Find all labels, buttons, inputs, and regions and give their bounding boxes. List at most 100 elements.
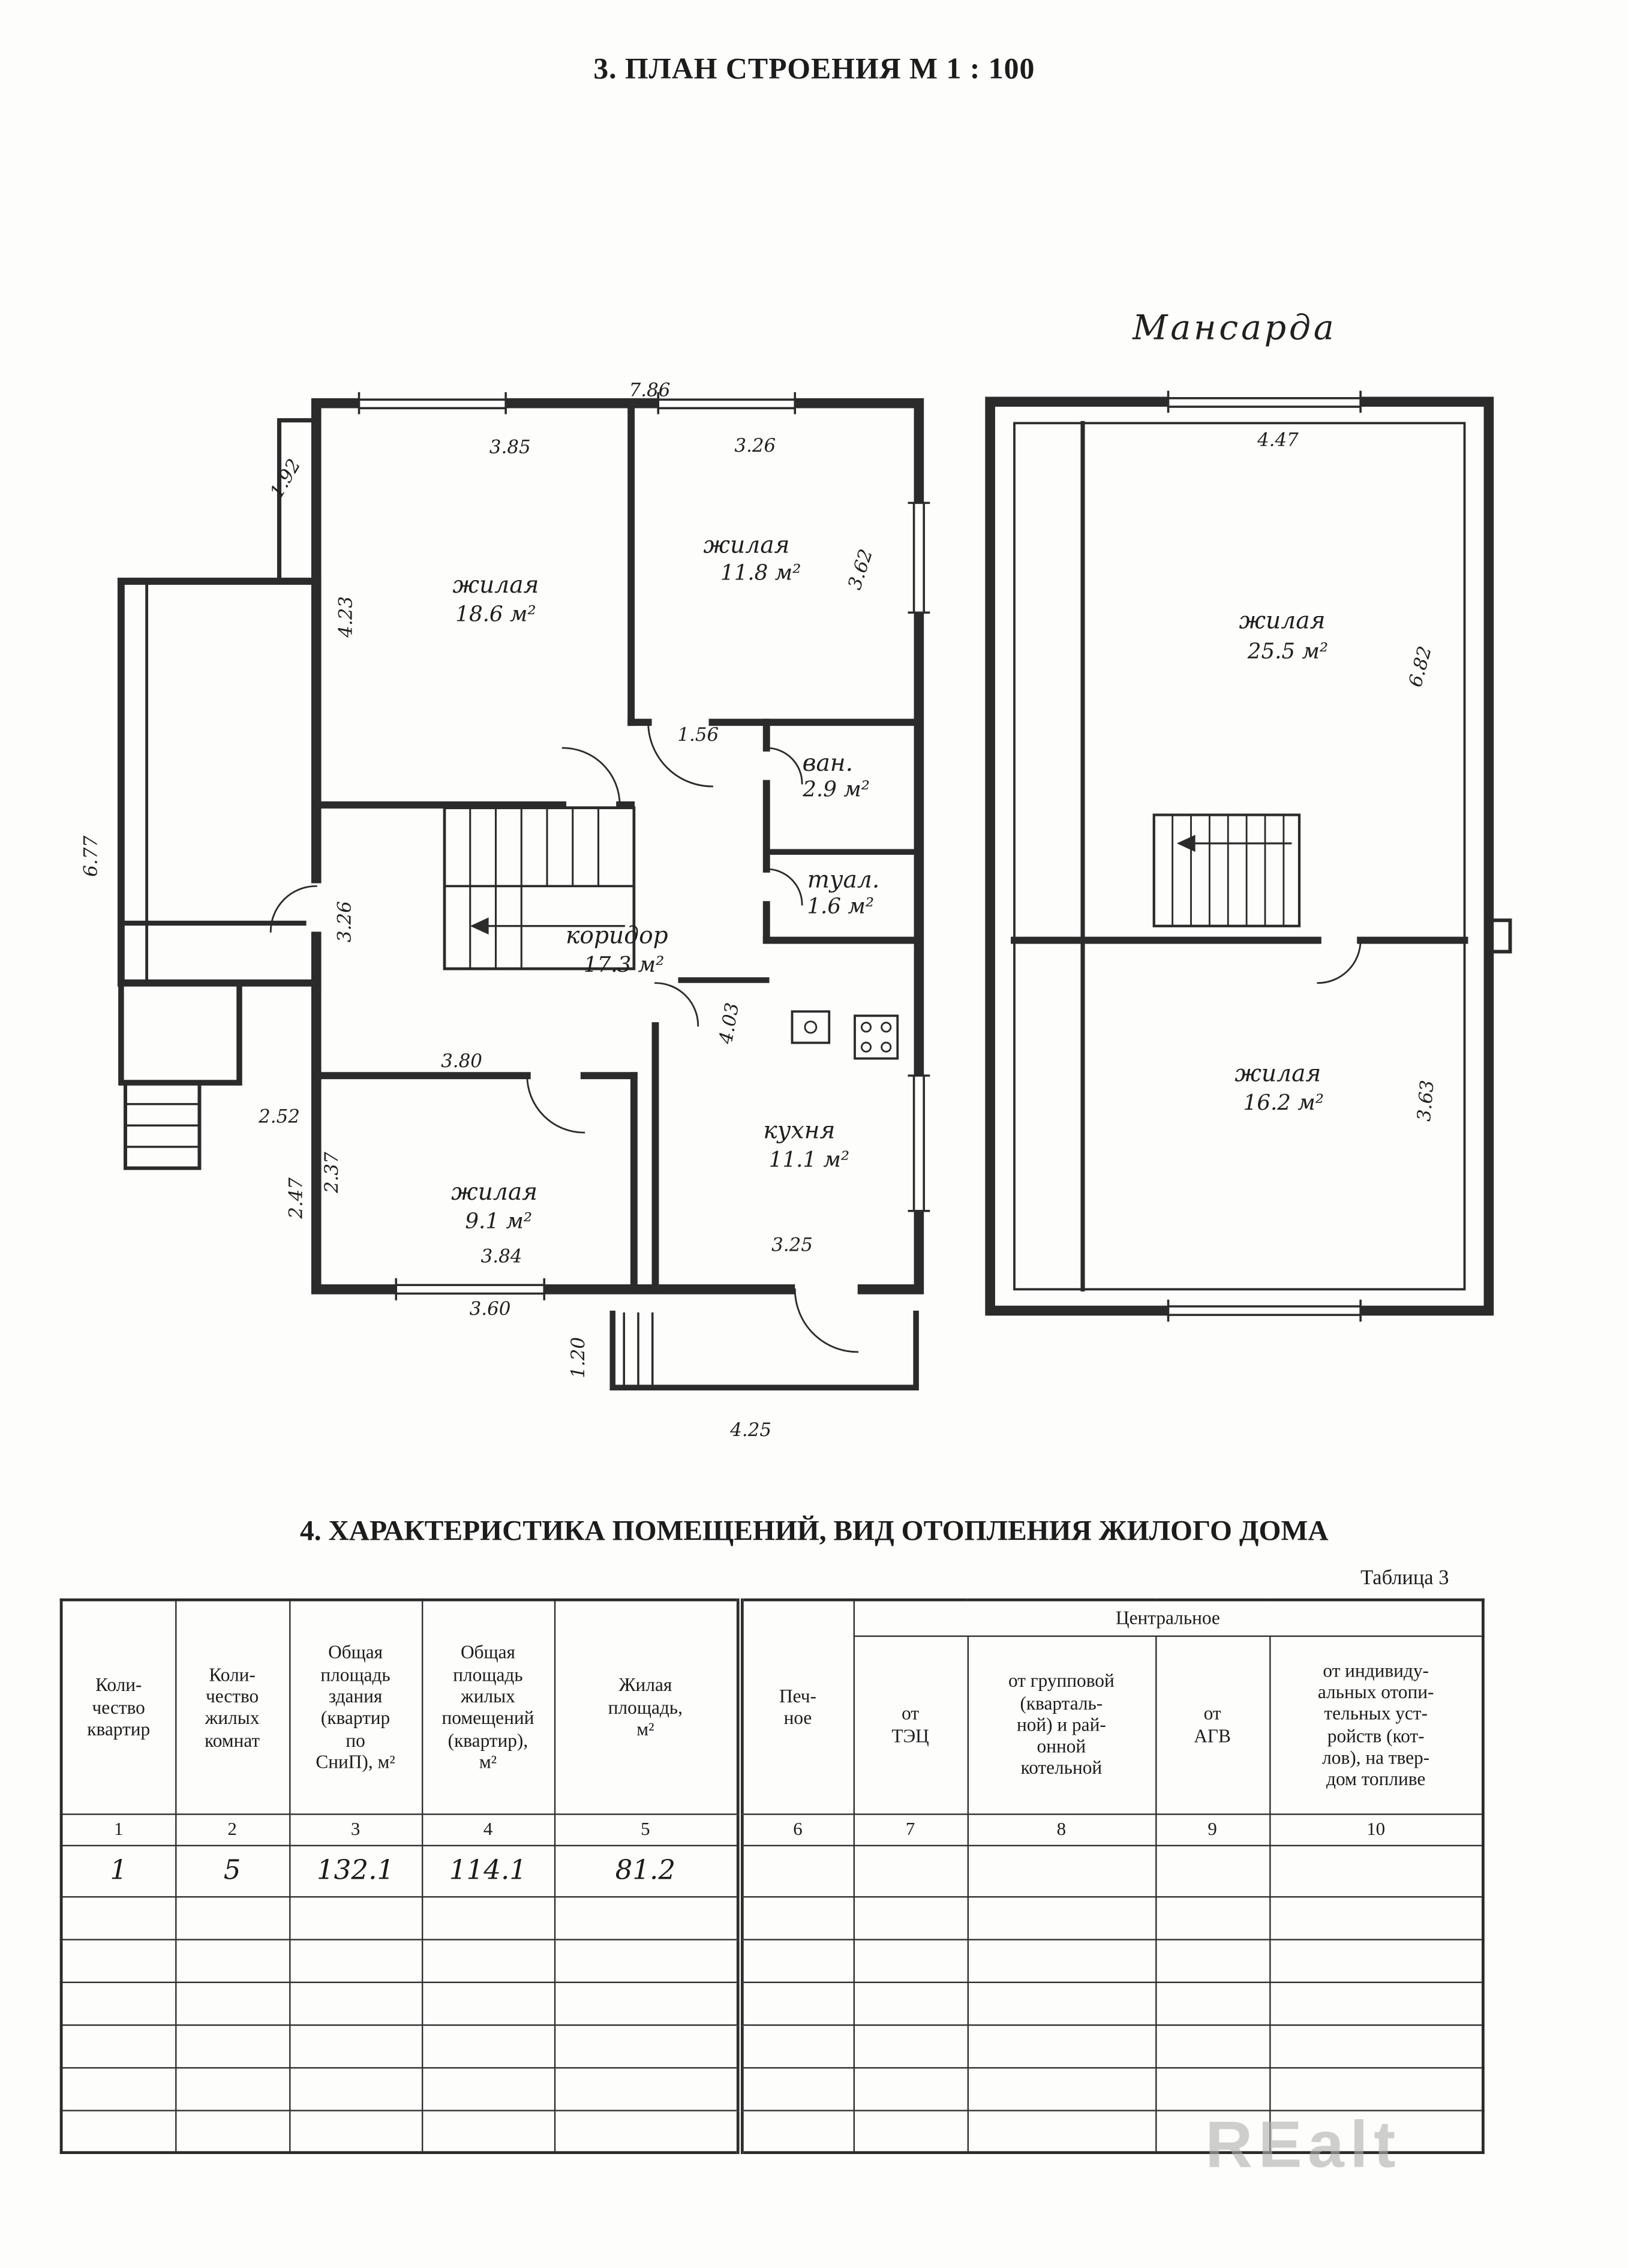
col-number: 7 xyxy=(852,1813,968,1846)
col-number: 8 xyxy=(966,1813,1157,1846)
dim-label: 6.82 xyxy=(1404,644,1436,689)
empty-cell xyxy=(288,1895,423,1940)
table-header-row: Коли- чество квартир Коли- чество жилых … xyxy=(60,1599,1484,1815)
cell-empty xyxy=(738,1844,854,1897)
empty-cell xyxy=(60,2109,176,2153)
empty-cell xyxy=(288,2023,423,2068)
room-area: 2.9 м² xyxy=(802,777,870,802)
empty-cell xyxy=(174,1938,290,1982)
empty-cell xyxy=(852,1981,968,2026)
empty-cell xyxy=(966,1938,1157,1982)
left-plan-windows xyxy=(358,392,930,1300)
empty-cell xyxy=(738,1981,854,2026)
empty-cell xyxy=(852,2066,968,2111)
empty-cell xyxy=(174,2023,290,2068)
left-plan-openings xyxy=(306,393,929,1299)
empty-cell xyxy=(288,2066,423,2111)
table-row xyxy=(60,1895,1484,1940)
empty-cell xyxy=(1268,2109,1484,2153)
empty-cell xyxy=(852,2109,968,2153)
characteristics-table: Коли- чество квартир Коли- чество жилых … xyxy=(59,1598,1485,2154)
dim-label: 3.25 xyxy=(771,1234,813,1255)
empty-cell xyxy=(174,2109,290,2153)
empty-cell xyxy=(1268,1895,1484,1940)
room-area: 11.8 м² xyxy=(720,561,801,585)
col-number: 6 xyxy=(738,1813,854,1846)
empty-cell xyxy=(1154,2066,1270,2111)
room-label: жилая xyxy=(451,1179,537,1206)
th-from-agv: от АГВ xyxy=(1154,1635,1270,1815)
left-stairs xyxy=(443,806,636,971)
room-area: 9.1 м² xyxy=(465,1209,532,1233)
cell-empty xyxy=(852,1844,968,1897)
empty-cell xyxy=(288,2109,423,2153)
empty-cell xyxy=(1268,1981,1484,2026)
empty-cell xyxy=(852,1938,968,1982)
dim-label: 4.23 xyxy=(335,596,357,638)
right-stairs xyxy=(1152,813,1301,927)
table-row xyxy=(60,2066,1484,2111)
right-plan-openings xyxy=(1168,392,1361,1321)
table-subheader-row: от ТЭЦ от групповой (кварталь- ной) и ра… xyxy=(61,1635,1484,1815)
cell-empty xyxy=(1268,1844,1484,1897)
dim-label: 3.60 xyxy=(470,1298,511,1320)
empty-cell xyxy=(174,2066,290,2111)
empty-cell xyxy=(60,1981,176,2026)
dim-label: 3.84 xyxy=(481,1245,522,1267)
page-title: 3. ПЛАН СТРОЕНИЯ М 1 : 100 xyxy=(593,51,1035,86)
empty-cell xyxy=(1154,1895,1270,1940)
empty-cell xyxy=(553,2109,743,2153)
section4-title: 4. ХАРАКТЕРИСТИКА ПОМЕЩЕНИЙ, ВИД ОТОПЛЕН… xyxy=(299,1516,1329,1548)
empty-cell xyxy=(420,2066,555,2111)
empty-cell xyxy=(60,2066,176,2111)
room-area: 16.2 м² xyxy=(1243,1091,1324,1115)
table-row xyxy=(60,1938,1484,1982)
column-numbers-row: 1 2 3 4 5 6 7 8 9 10 xyxy=(60,1813,1484,1846)
stove-icon xyxy=(854,1014,899,1060)
th-from-individual-boilers: от индивиду- альных отопи- тельных уст- … xyxy=(1268,1635,1484,1815)
room-label: ван. xyxy=(803,750,853,777)
dim-label: 2.47 xyxy=(285,1177,307,1219)
dim-label: 7.86 xyxy=(629,379,671,401)
empty-cell xyxy=(420,2023,555,2068)
th-from-district-boiler: от групповой (кварталь- ной) и рай- онно… xyxy=(966,1635,1157,1815)
empty-cell xyxy=(288,1981,423,2026)
th-from-chp: от ТЭЦ xyxy=(852,1635,968,1815)
col-number: 2 xyxy=(174,1813,290,1846)
th-stove-heating: Печ- ное xyxy=(738,1599,854,1815)
empty-cell xyxy=(1154,1938,1270,1982)
left-plan-walls xyxy=(117,398,924,1390)
empty-cell xyxy=(966,2023,1157,2068)
room-label: кухня xyxy=(763,1118,835,1144)
empty-cell xyxy=(738,2109,854,2153)
empty-cell xyxy=(738,1938,854,1982)
cell-empty xyxy=(1154,1844,1270,1897)
cell-living-area: 81.2 xyxy=(553,1844,743,1897)
cell-building-area: 132.1 xyxy=(288,1844,423,1897)
empty-cell xyxy=(738,1895,854,1940)
data-row: 1 5 132.1 114.1 81.2 xyxy=(60,1844,1484,1897)
th-living-rooms-count: Коли- чество жилых комнат xyxy=(174,1599,290,1815)
empty-cell xyxy=(966,1895,1157,1940)
empty-cell xyxy=(1268,2023,1484,2068)
room-label: жилая xyxy=(1239,607,1326,634)
watermark: REalt xyxy=(1205,2107,1402,2182)
cell-apartments: 1 xyxy=(60,1844,176,1897)
room-area: 1.6 м² xyxy=(807,894,874,918)
dim-label: 3.26 xyxy=(734,435,776,456)
empty-cell xyxy=(553,1895,743,1940)
empty-cell xyxy=(1268,1938,1484,1982)
dim-label: 3.26 xyxy=(334,901,355,942)
th-total-dwelling-area: Общая площадь жилых помещений (квартир),… xyxy=(420,1599,555,1815)
col-number: 4 xyxy=(420,1813,555,1846)
dim-label: 3.80 xyxy=(441,1050,482,1072)
col-number: 10 xyxy=(1268,1813,1484,1846)
th-living-area: Жилая площадь, м² xyxy=(553,1599,743,1815)
th-total-building-area: Общая площадь здания (квартир по СниП), … xyxy=(288,1599,423,1815)
empty-cell xyxy=(60,2023,176,2068)
empty-cell xyxy=(553,2066,743,2111)
room-label: жилая xyxy=(1234,1061,1321,1088)
room-label: коридор xyxy=(566,922,668,949)
table-row xyxy=(60,2109,1484,2153)
